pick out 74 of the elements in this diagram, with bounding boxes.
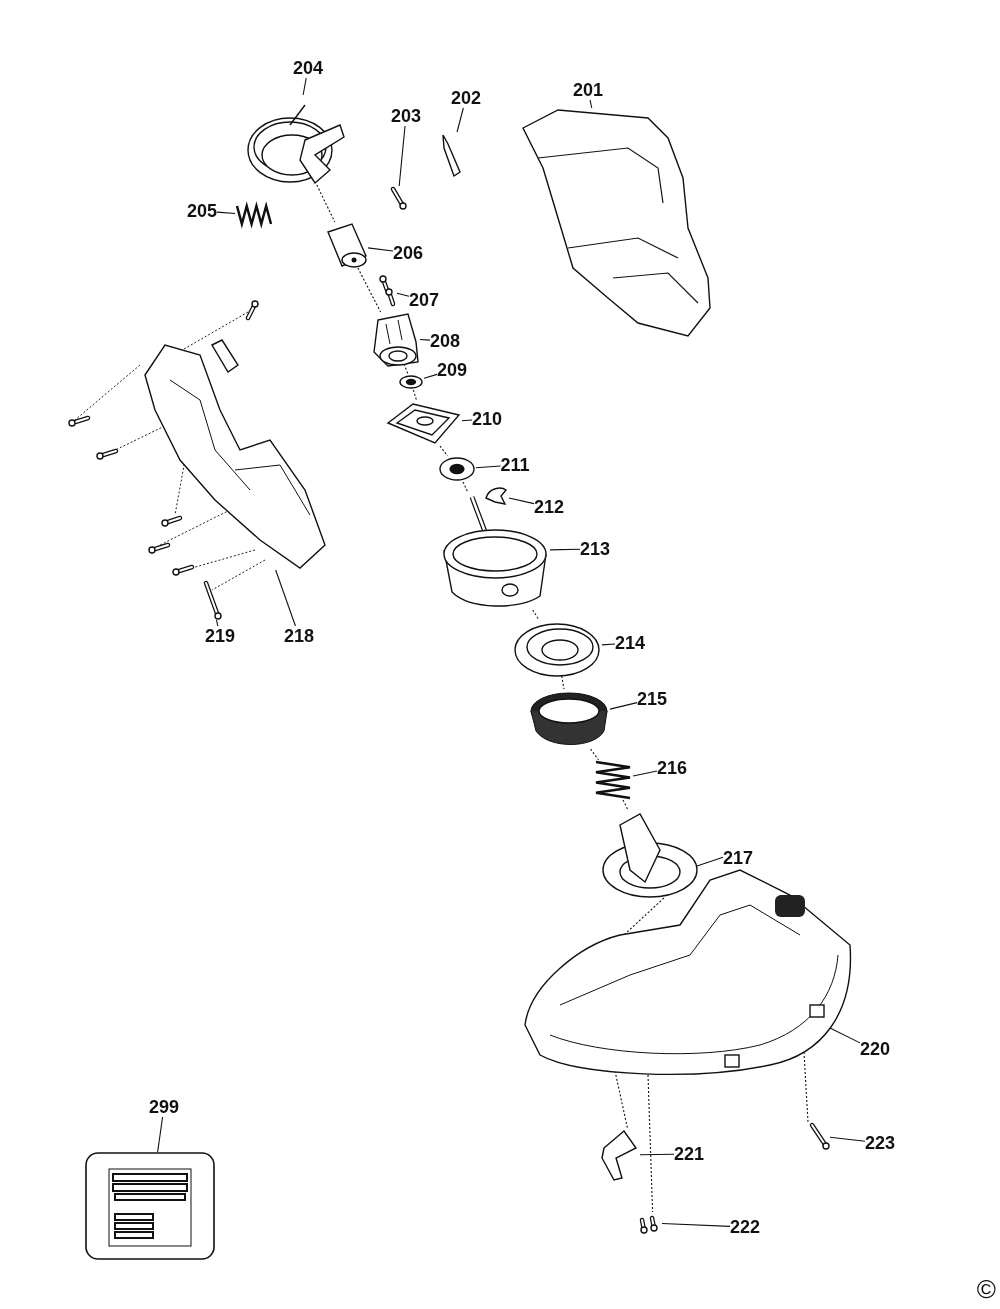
assembly-line — [622, 799, 629, 811]
leader-line — [396, 292, 410, 297]
callout-number: 205 — [187, 201, 218, 221]
spring-drawing — [593, 760, 633, 800]
leader-line — [589, 99, 593, 109]
leader-line — [398, 125, 406, 187]
screw-drawing — [389, 186, 407, 210]
callout-number: 220 — [860, 1039, 891, 1059]
callout-number: 203 — [391, 106, 422, 126]
callout-number: 206 — [393, 243, 424, 263]
callout-number: 221 — [674, 1144, 705, 1164]
assembly-line — [590, 748, 600, 761]
callout-number: 216 — [657, 758, 688, 778]
leader-line — [632, 770, 658, 777]
spring-drawing — [235, 203, 273, 227]
leader-line — [367, 247, 394, 252]
assembly-line — [647, 1074, 654, 1213]
callout-number: 219 — [205, 626, 236, 646]
bushing-drawing — [324, 222, 368, 268]
assembly-line — [624, 897, 665, 935]
washer-drawing — [398, 374, 424, 390]
leader-line — [601, 643, 616, 646]
leader-line — [609, 702, 638, 710]
callout-number: 209 — [437, 360, 468, 380]
callout-number: 207 — [409, 290, 440, 310]
callout-number: 211 — [500, 455, 530, 475]
leader-line — [423, 373, 438, 379]
assembly-line — [439, 445, 448, 457]
callout-number: 213 — [580, 539, 611, 559]
callout-number: 201 — [573, 80, 604, 100]
assembly-line — [532, 609, 540, 621]
leader-line — [475, 465, 502, 469]
leader-line — [215, 619, 219, 627]
callout-number: 215 — [637, 689, 668, 709]
assembly-line — [357, 267, 382, 313]
leader-line — [696, 856, 724, 867]
spool-drawing — [512, 620, 602, 676]
screw-drawing — [379, 276, 397, 306]
callout-number: 299 — [149, 1097, 180, 1117]
leader-line — [157, 1116, 164, 1153]
callout-number: 212 — [534, 497, 565, 517]
callout-number: 204 — [293, 58, 324, 78]
callout-number: 210 — [472, 409, 503, 429]
clip-drawing — [483, 484, 509, 506]
leader-line — [829, 1136, 866, 1142]
callout-number: 222 — [730, 1217, 761, 1237]
leader-line — [456, 107, 464, 133]
callout-number: 223 — [865, 1133, 896, 1153]
spool-cap-drawing — [600, 810, 700, 898]
label-card-drawing — [85, 1152, 215, 1260]
leader-line — [461, 419, 473, 422]
assembly-line — [316, 184, 336, 223]
callout-number: 217 — [723, 848, 754, 868]
pin-drawing — [440, 132, 462, 178]
leader-line — [275, 569, 296, 627]
plate-drawing — [385, 401, 462, 446]
leader-line — [549, 548, 581, 551]
callout-number: 202 — [451, 88, 482, 108]
leader-line — [661, 1222, 731, 1227]
callout-number: 208 — [430, 331, 461, 351]
screw-drawing — [808, 1122, 830, 1150]
assembly-line — [412, 389, 418, 402]
assembly-line — [561, 675, 565, 690]
copyright-mark: © — [976, 1274, 996, 1305]
leader-line — [302, 77, 307, 96]
leader-line — [216, 211, 236, 215]
leader-line — [419, 338, 431, 341]
assembly-line — [462, 481, 469, 493]
callout-number: 218 — [284, 626, 315, 646]
bearing-drawing — [438, 456, 476, 482]
callout-number: 214 — [615, 633, 646, 653]
screw-drawing — [202, 580, 222, 620]
leader-line — [508, 497, 535, 505]
leader-line — [639, 1153, 675, 1156]
